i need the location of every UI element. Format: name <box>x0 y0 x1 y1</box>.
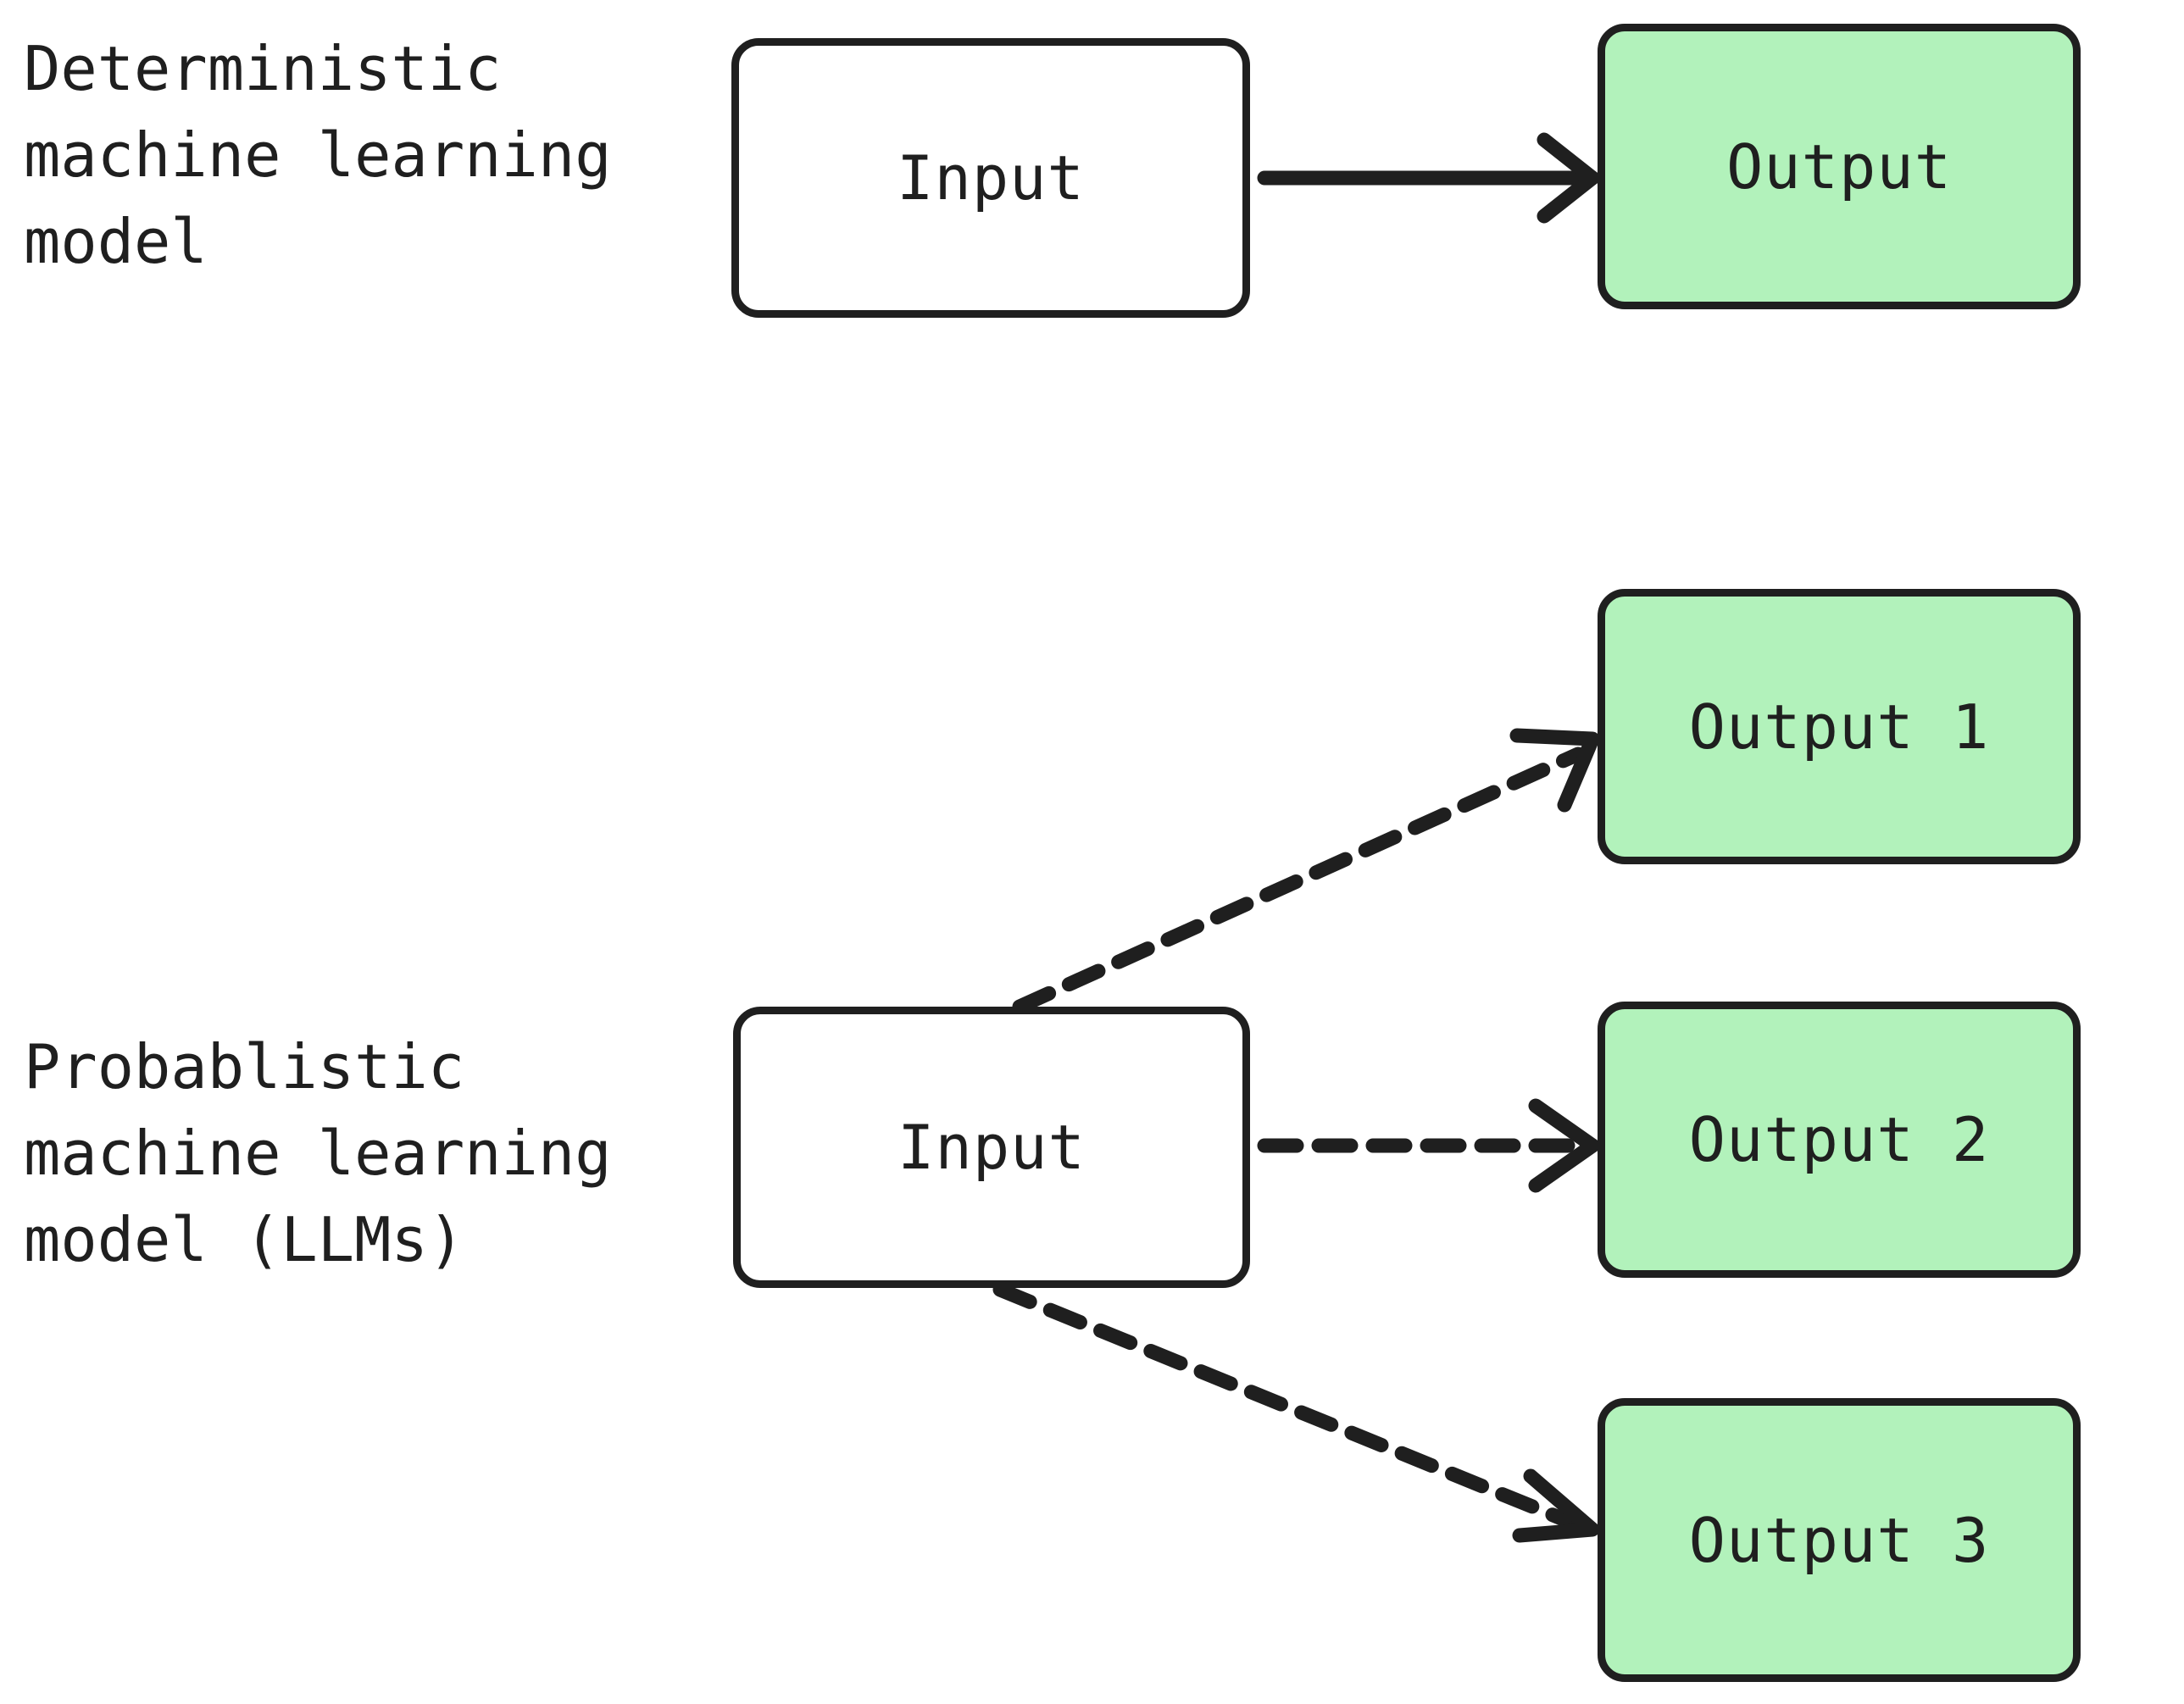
node-output-1[interactable]: Output 1 <box>1598 589 2081 864</box>
arrowhead-open-v <box>1537 132 1600 224</box>
node-output-3-label: Output 3 <box>1688 1504 1990 1576</box>
edge-input-to-output-2 <box>1257 1098 1600 1193</box>
edge-line-dashed <box>992 1282 1586 1533</box>
node-input-deterministic-label: Input <box>897 142 1085 214</box>
node-input-probabilistic-label: Input <box>897 1112 1086 1183</box>
node-output-deterministic[interactable]: Output <box>1598 24 2081 309</box>
edge-input-to-output-1 <box>1012 728 1600 1014</box>
node-output-1-label: Output 1 <box>1688 691 1990 763</box>
arrowhead-open-v <box>1528 1098 1600 1193</box>
edge-input-to-output-3 <box>992 1282 1600 1543</box>
row-label-deterministic: Deterministic machine learning model <box>24 33 612 277</box>
node-input-probabilistic[interactable]: Input <box>733 1007 1250 1288</box>
edge-line-dashed <box>1012 747 1586 1014</box>
row-label-probabilistic: Probablistic machine learning model (LLM… <box>24 1031 612 1275</box>
node-output-2[interactable]: Output 2 <box>1598 1002 2081 1278</box>
node-output-2-label: Output 2 <box>1688 1104 1990 1175</box>
arrowhead-open-v <box>1512 1468 1600 1543</box>
node-output-deterministic-label: Output <box>1726 130 1953 203</box>
edge-input-to-output <box>1257 132 1600 224</box>
node-output-3[interactable]: Output 3 <box>1598 1398 2081 1682</box>
arrowhead-open-v <box>1509 728 1600 813</box>
node-input-deterministic[interactable]: Input <box>731 38 1250 318</box>
